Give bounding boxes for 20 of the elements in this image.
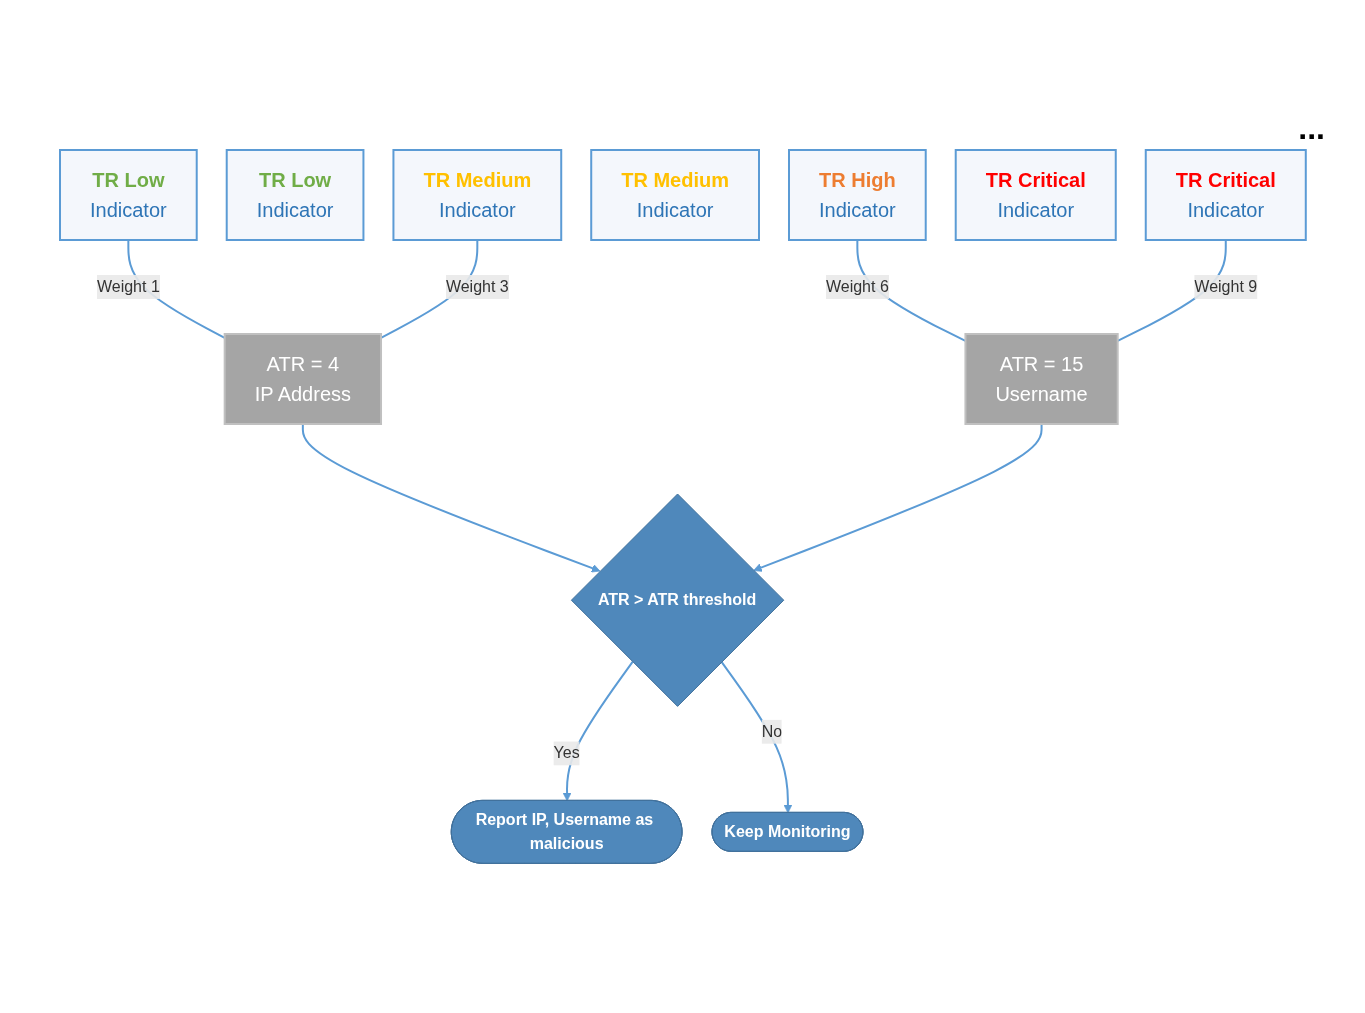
node-box: TR Critical Indicator — [1144, 148, 1307, 241]
node-box: TR Medium Indicator — [589, 148, 760, 241]
ellipsis-note: ... — [1298, 110, 1325, 147]
edge-label: Weight 3 — [445, 277, 509, 295]
edge-label: Weight 9 — [1193, 277, 1257, 295]
node-box: TR Low Indicator — [225, 148, 365, 241]
node-box: TR Critical Indicator — [954, 148, 1117, 241]
edge-label: Weight 6 — [825, 277, 889, 295]
edge-label: No — [761, 722, 782, 740]
arrow — [301, 422, 600, 573]
node-box: ATR = 15 Username — [964, 332, 1119, 425]
node-box: TR High Indicator — [787, 148, 927, 241]
edge-label: Yes — [553, 744, 580, 762]
arrow — [752, 422, 1043, 572]
edge-label: Weight 1 — [96, 277, 160, 295]
node-box: TR Low Indicator — [58, 148, 198, 241]
node-box: ATR = 4 IP Address — [223, 332, 382, 425]
node-box: TR Medium Indicator — [392, 148, 562, 241]
arrow — [720, 660, 792, 814]
node-diamond: ATR > ATR threshold — [570, 493, 784, 707]
